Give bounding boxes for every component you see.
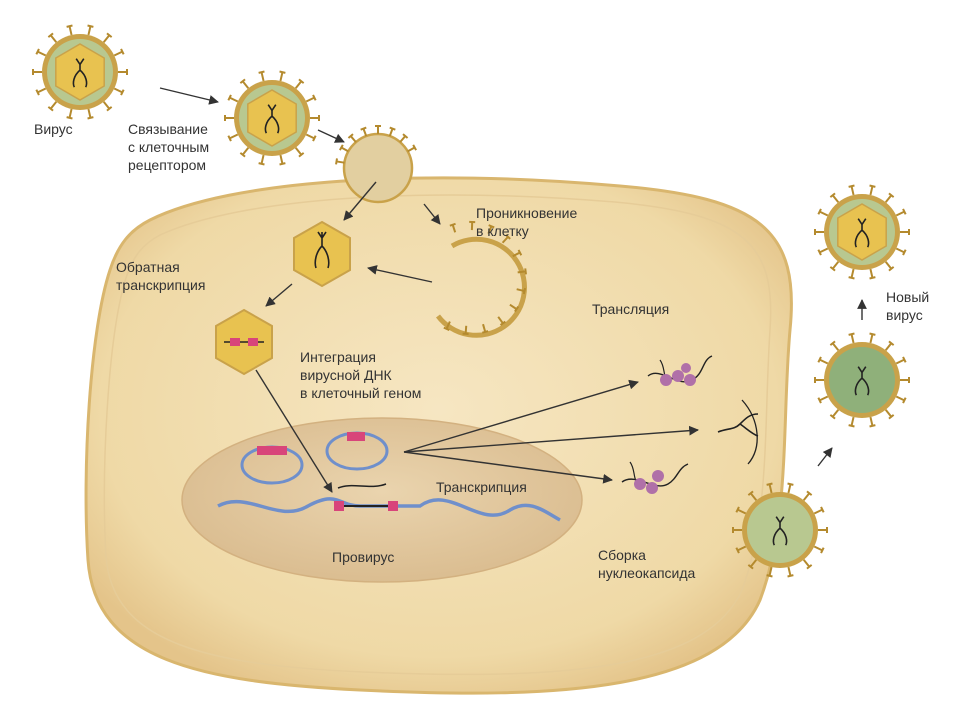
virus-budding	[732, 482, 828, 578]
virus-immature	[814, 332, 910, 428]
nucleus	[181, 417, 583, 583]
label-integration-1: Интеграция	[300, 349, 376, 365]
label-translation: Трансляция	[592, 301, 669, 317]
label-assembly-2: нуклеокапсида	[598, 565, 696, 581]
dna-insert-right	[248, 338, 258, 346]
virus-new	[814, 184, 910, 280]
label-transcription: Транскрипция	[436, 479, 527, 495]
label-integration-3: в клеточный геном	[300, 385, 421, 401]
budding-membrane-arc	[741, 399, 758, 465]
label-assembly-1: Сборка	[598, 547, 646, 563]
virus-binding	[224, 70, 320, 166]
provirus-ltr-right	[388, 501, 398, 511]
label-provirus: Провирус	[332, 549, 394, 565]
circular-dna-1-insert	[257, 446, 287, 455]
label-penetration-2: в клетку	[476, 223, 529, 239]
label-reverse-1: Обратная	[116, 259, 180, 275]
label-reverse-2: транскрипция	[116, 277, 205, 293]
provirus-ltr-left	[334, 501, 344, 511]
translation-complex-1	[647, 355, 713, 386]
arrows	[159, 87, 867, 493]
mrna-transcript	[337, 483, 387, 489]
rna-genome-1	[314, 231, 330, 269]
circular-dna-2-insert	[347, 432, 365, 441]
cell-inner-outline	[103, 194, 772, 676]
label-penetration-1: Проникновение	[476, 205, 577, 221]
label-integration-2: вирусной ДНК	[300, 367, 393, 383]
label-new-virus-1: Новый	[886, 289, 929, 305]
label-new-virus-2: вирус	[886, 307, 923, 323]
label-binding-2: с клеточным	[128, 139, 209, 155]
dna-insert-left	[230, 338, 240, 346]
label-binding-3: рецептором	[128, 157, 206, 173]
translation-complex-2	[621, 461, 689, 494]
virus-entry-bud	[342, 132, 414, 204]
label-virus: Вирус	[34, 121, 73, 137]
label-binding-1: Связывание	[128, 121, 208, 137]
virus-free	[32, 24, 128, 120]
capsid-hexagon-1	[293, 220, 351, 288]
